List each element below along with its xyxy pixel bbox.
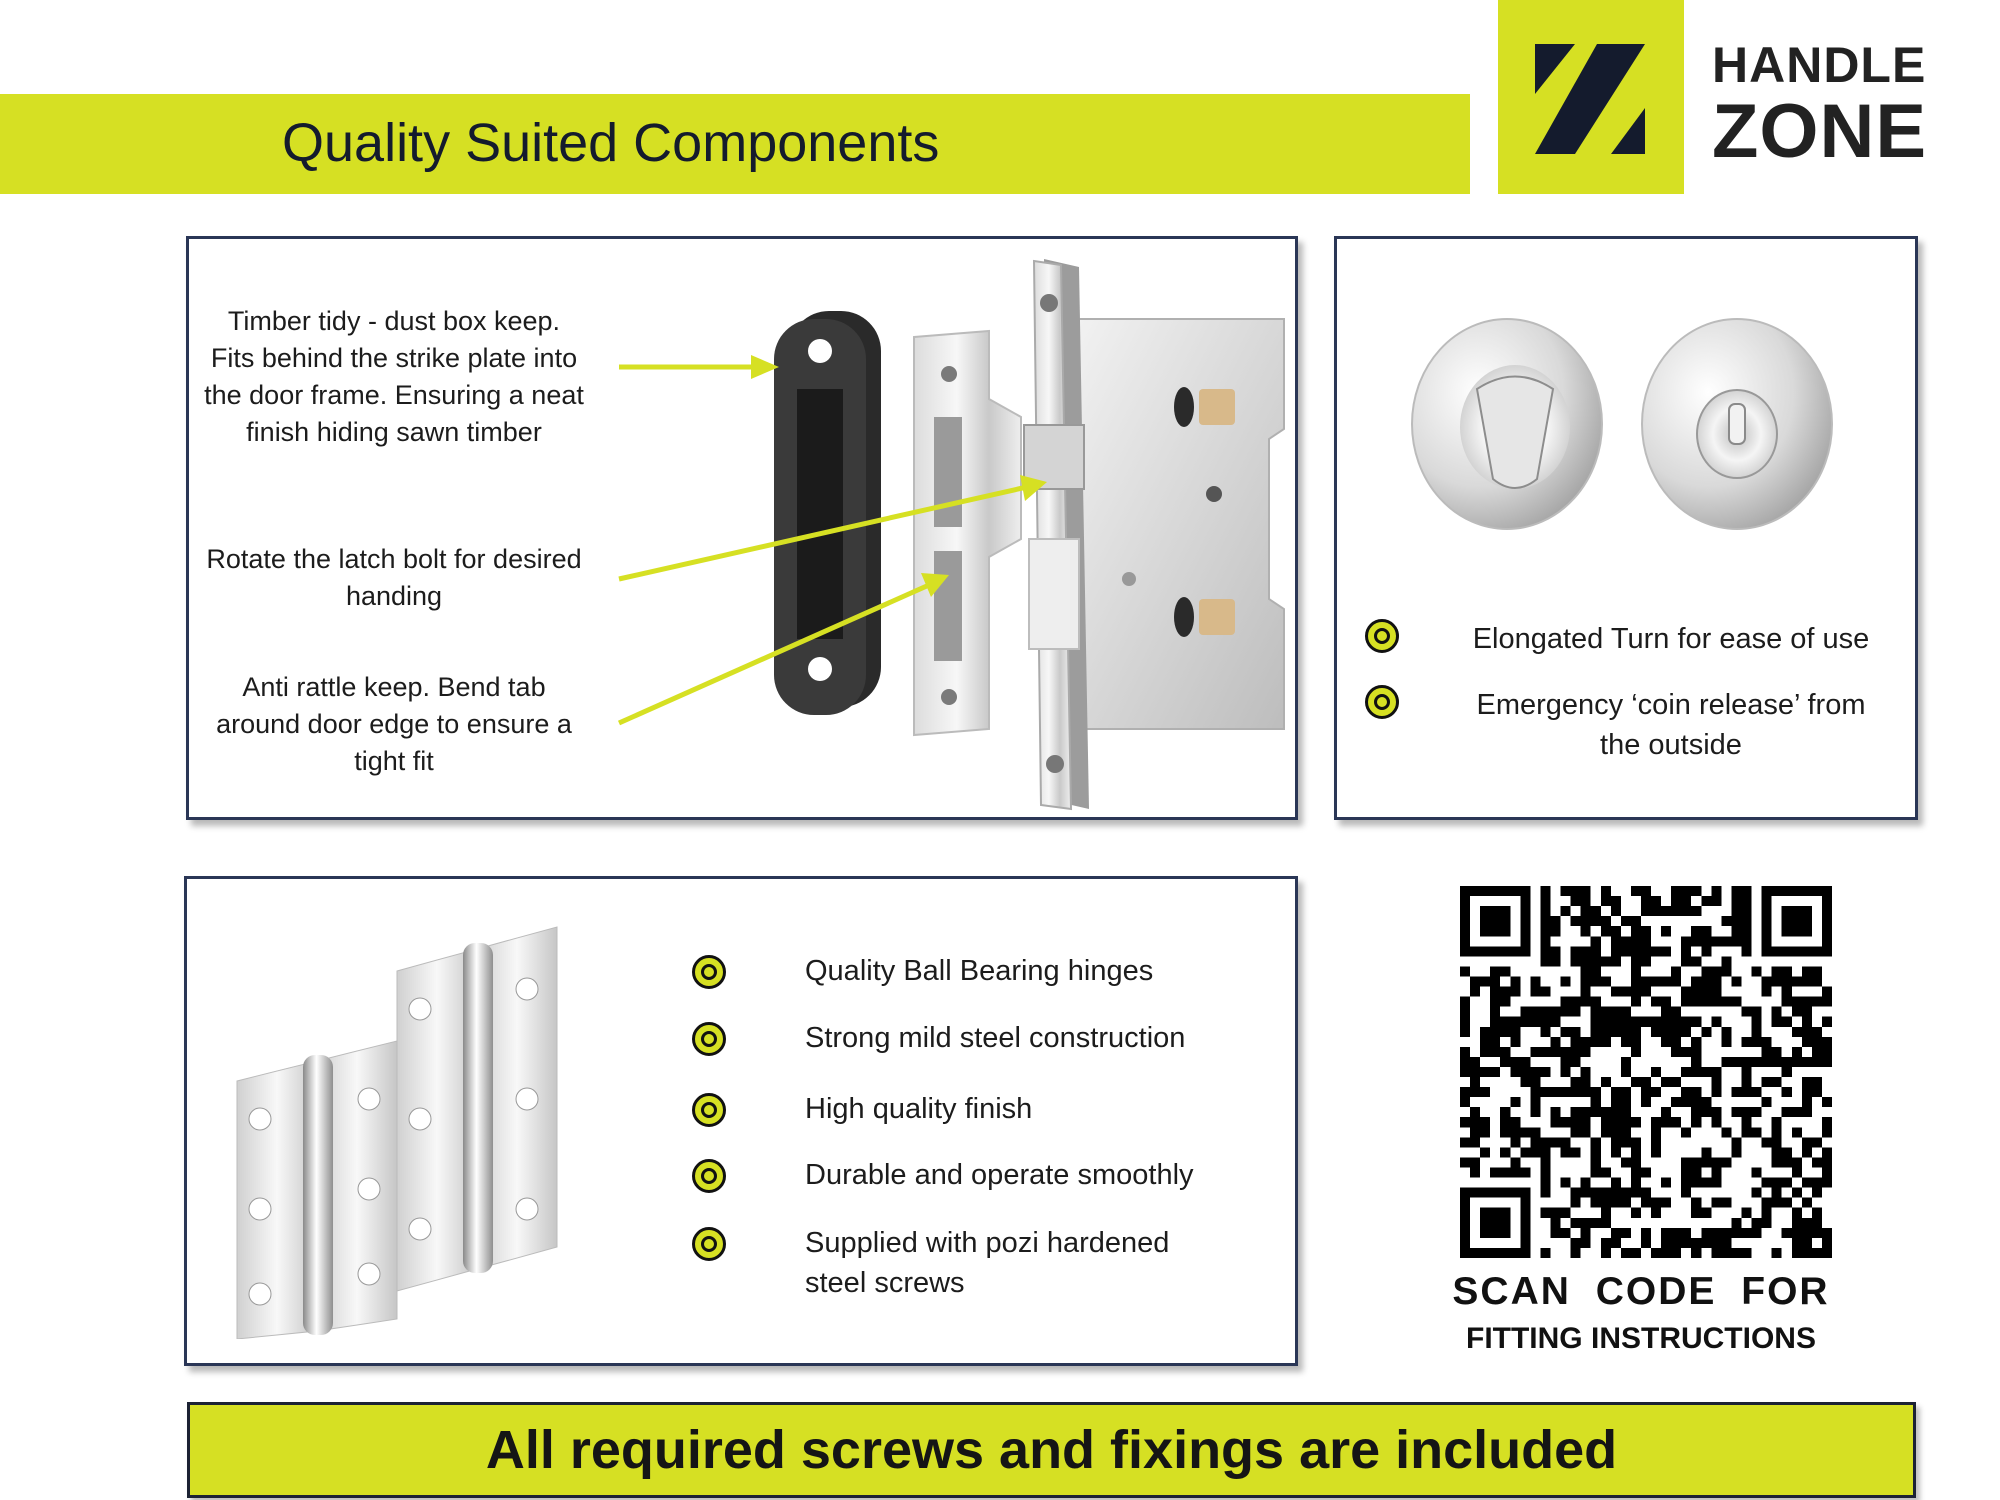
footer-banner: All required screws and fixings are incl… [187,1402,1916,1498]
bullet-icon [692,955,726,989]
brand-name-line2: ZONE [1712,89,1928,174]
feature-pozi-screws: Supplied with pozi hardened steel screws [805,1227,1170,1299]
thumb-turn [1411,318,1603,530]
note-anti-rattle: Anti rattle keep. Bend tab around door e… [216,672,572,776]
qr-caption-line2: FITTING INSTRUCTIONS [1466,1322,1816,1355]
page-title: Quality Suited Components [282,113,940,173]
feature-ball-bearing: Quality Ball Bearing hinges [805,955,1154,987]
turn-release-illustration [1411,318,1833,530]
bullet-icon [1365,685,1399,719]
bullet-icon [692,1159,726,1193]
sash-lock-case [1073,318,1285,730]
latch-bolt [1023,424,1085,490]
hinge-front [236,1040,398,1339]
feature-quality-finish: High quality finish [805,1093,1033,1125]
brand-name: HANDLE ZONE [1712,40,1970,170]
hinge-panel: Quality Ball Bearing hinges Strong mild … [184,876,1298,1366]
brand-logo-icon [1535,44,1645,154]
feature-durable: Durable and operate smoothly [805,1159,1194,1191]
footer-text: All required screws and fixings are incl… [485,1420,1618,1480]
hinge-back [396,926,558,1292]
brand-name-line1: HANDLE [1712,37,1927,93]
bullet-icon [692,1022,726,1056]
note-latch-bolt: Rotate the latch bolt for desired handin… [206,544,582,611]
qr-code[interactable] [1460,886,1832,1258]
coin-release [1641,318,1833,530]
title-bar [0,94,1470,194]
ball-bearing-hinges-illustration [236,926,558,1339]
bullet-icon [692,1093,726,1127]
feature-coin-release: Emergency ‘coin release’ from the outsid… [1476,689,1866,761]
bullet-icon [692,1227,726,1261]
dust-box-keep [774,311,881,715]
feature-mild-steel: Strong mild steel construction [805,1022,1186,1054]
bullet-icon [1365,619,1399,653]
callout-arrows [617,355,1047,726]
strike-plate [913,329,1022,737]
lock-forend [1032,259,1089,811]
lock-illustration [617,259,1285,811]
feature-elongated-turn: Elongated Turn for ease of use [1472,623,1870,655]
note-timber-tidy: Timber tidy - dust box keep. Fits behind… [204,306,584,447]
lock-components-panel: Timber tidy - dust box keep. Fits behind… [186,236,1298,820]
dead-bolt [1028,538,1080,650]
qr-caption-line1: SCAN CODE FOR [1452,1270,1830,1313]
turn-release-panel: Elongated Turn for ease of use Emergency… [1334,236,1918,820]
